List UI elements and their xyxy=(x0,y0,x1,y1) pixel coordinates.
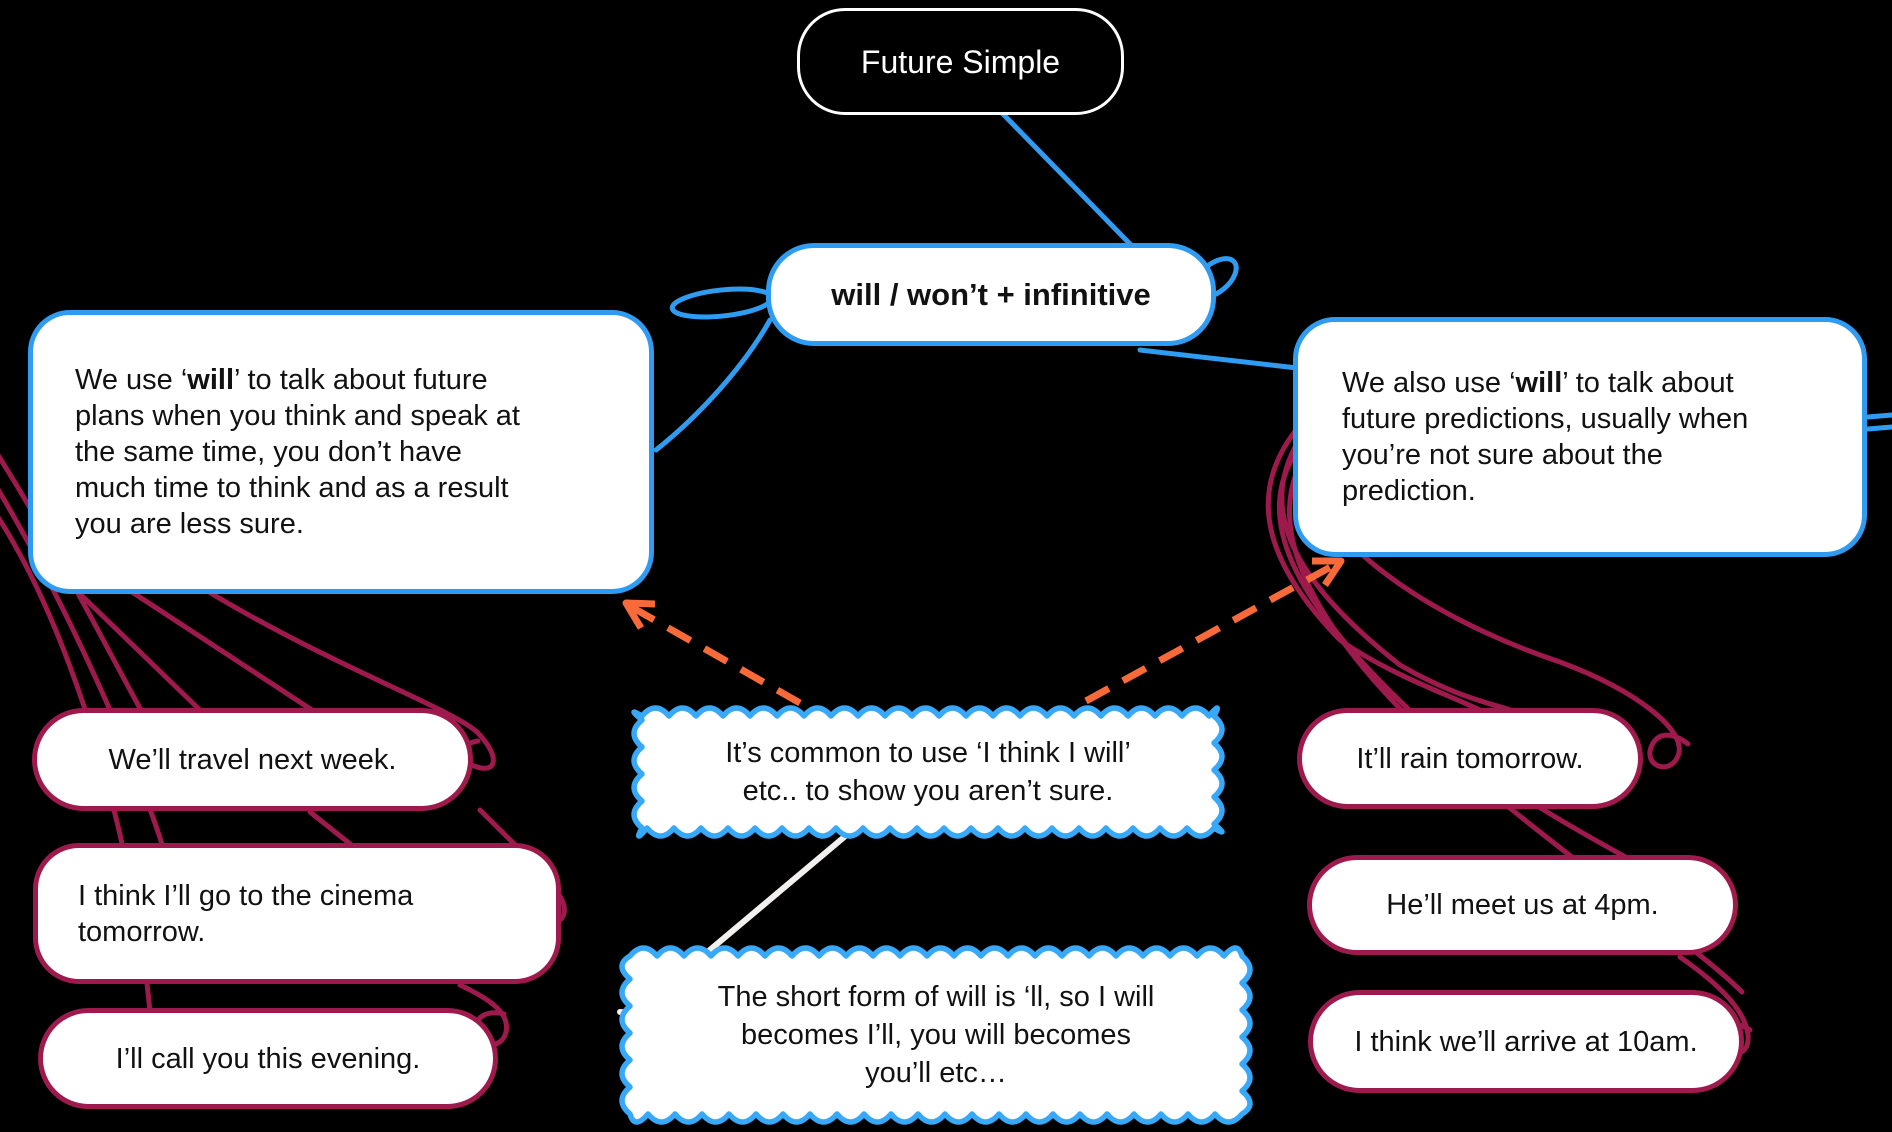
note-label: It’s common to use ‘I think I will’ etc.… xyxy=(725,737,1131,807)
root-node-future-simple[interactable]: Future Simple xyxy=(797,8,1124,115)
usage-left-node[interactable]: We use ‘will’ to talk about future plans… xyxy=(28,310,654,594)
note-node-short-form[interactable]: The short form of will is ‘ll, so I will… xyxy=(630,956,1242,1114)
example-node-arrive[interactable]: I think we’ll arrive at 10am. xyxy=(1308,990,1744,1093)
orange-dashed-arrows xyxy=(622,557,1345,707)
cloud-outline xyxy=(631,705,1225,839)
example-label: I’ll call you this evening. xyxy=(115,1042,421,1075)
usage-right-text: We also use ‘will’ to talk about future … xyxy=(1342,367,1749,507)
example-node-call[interactable]: I’ll call you this evening. xyxy=(38,1008,498,1109)
example-node-rain[interactable]: It’ll rain tomorrow. xyxy=(1297,708,1643,809)
arrowhead-left xyxy=(622,599,656,630)
example-node-travel[interactable]: We’ll travel next week. xyxy=(32,708,473,811)
form-node[interactable]: will / won’t + infinitive xyxy=(766,243,1216,346)
cloud-outline xyxy=(619,945,1253,1125)
example-label: I think I’ll go to the cinema tomorrow. xyxy=(78,879,414,948)
usage-left-text: We use ‘will’ to talk about future plans… xyxy=(75,364,520,540)
note-label: The short form of will is ‘ll, so I will… xyxy=(717,981,1155,1089)
arrow-to-right-usage xyxy=(1084,560,1338,705)
example-node-meet[interactable]: He’ll meet us at 4pm. xyxy=(1307,855,1738,955)
usage-right-node[interactable]: We also use ‘will’ to talk about future … xyxy=(1293,317,1867,557)
root-node-label: Future Simple xyxy=(860,43,1061,80)
arrowhead-right xyxy=(1312,557,1345,587)
note-node-common-use[interactable]: It’s common to use ‘I think I will’ etc.… xyxy=(642,716,1214,828)
example-label: It’ll rain tomorrow. xyxy=(1356,742,1584,775)
cloud-outlines xyxy=(619,705,1253,1125)
arrow-to-left-usage xyxy=(626,601,802,707)
example-label: He’ll meet us at 4pm. xyxy=(1386,889,1659,921)
example-node-cinema[interactable]: I think I’ll go to the cinema tomorrow. xyxy=(33,843,561,984)
form-node-label: will / won’t + infinitive xyxy=(831,276,1151,312)
example-label: We’ll travel next week. xyxy=(108,743,397,776)
blue-connectors xyxy=(653,109,1892,453)
example-label: I think we’ll arrive at 10am. xyxy=(1354,1025,1698,1058)
